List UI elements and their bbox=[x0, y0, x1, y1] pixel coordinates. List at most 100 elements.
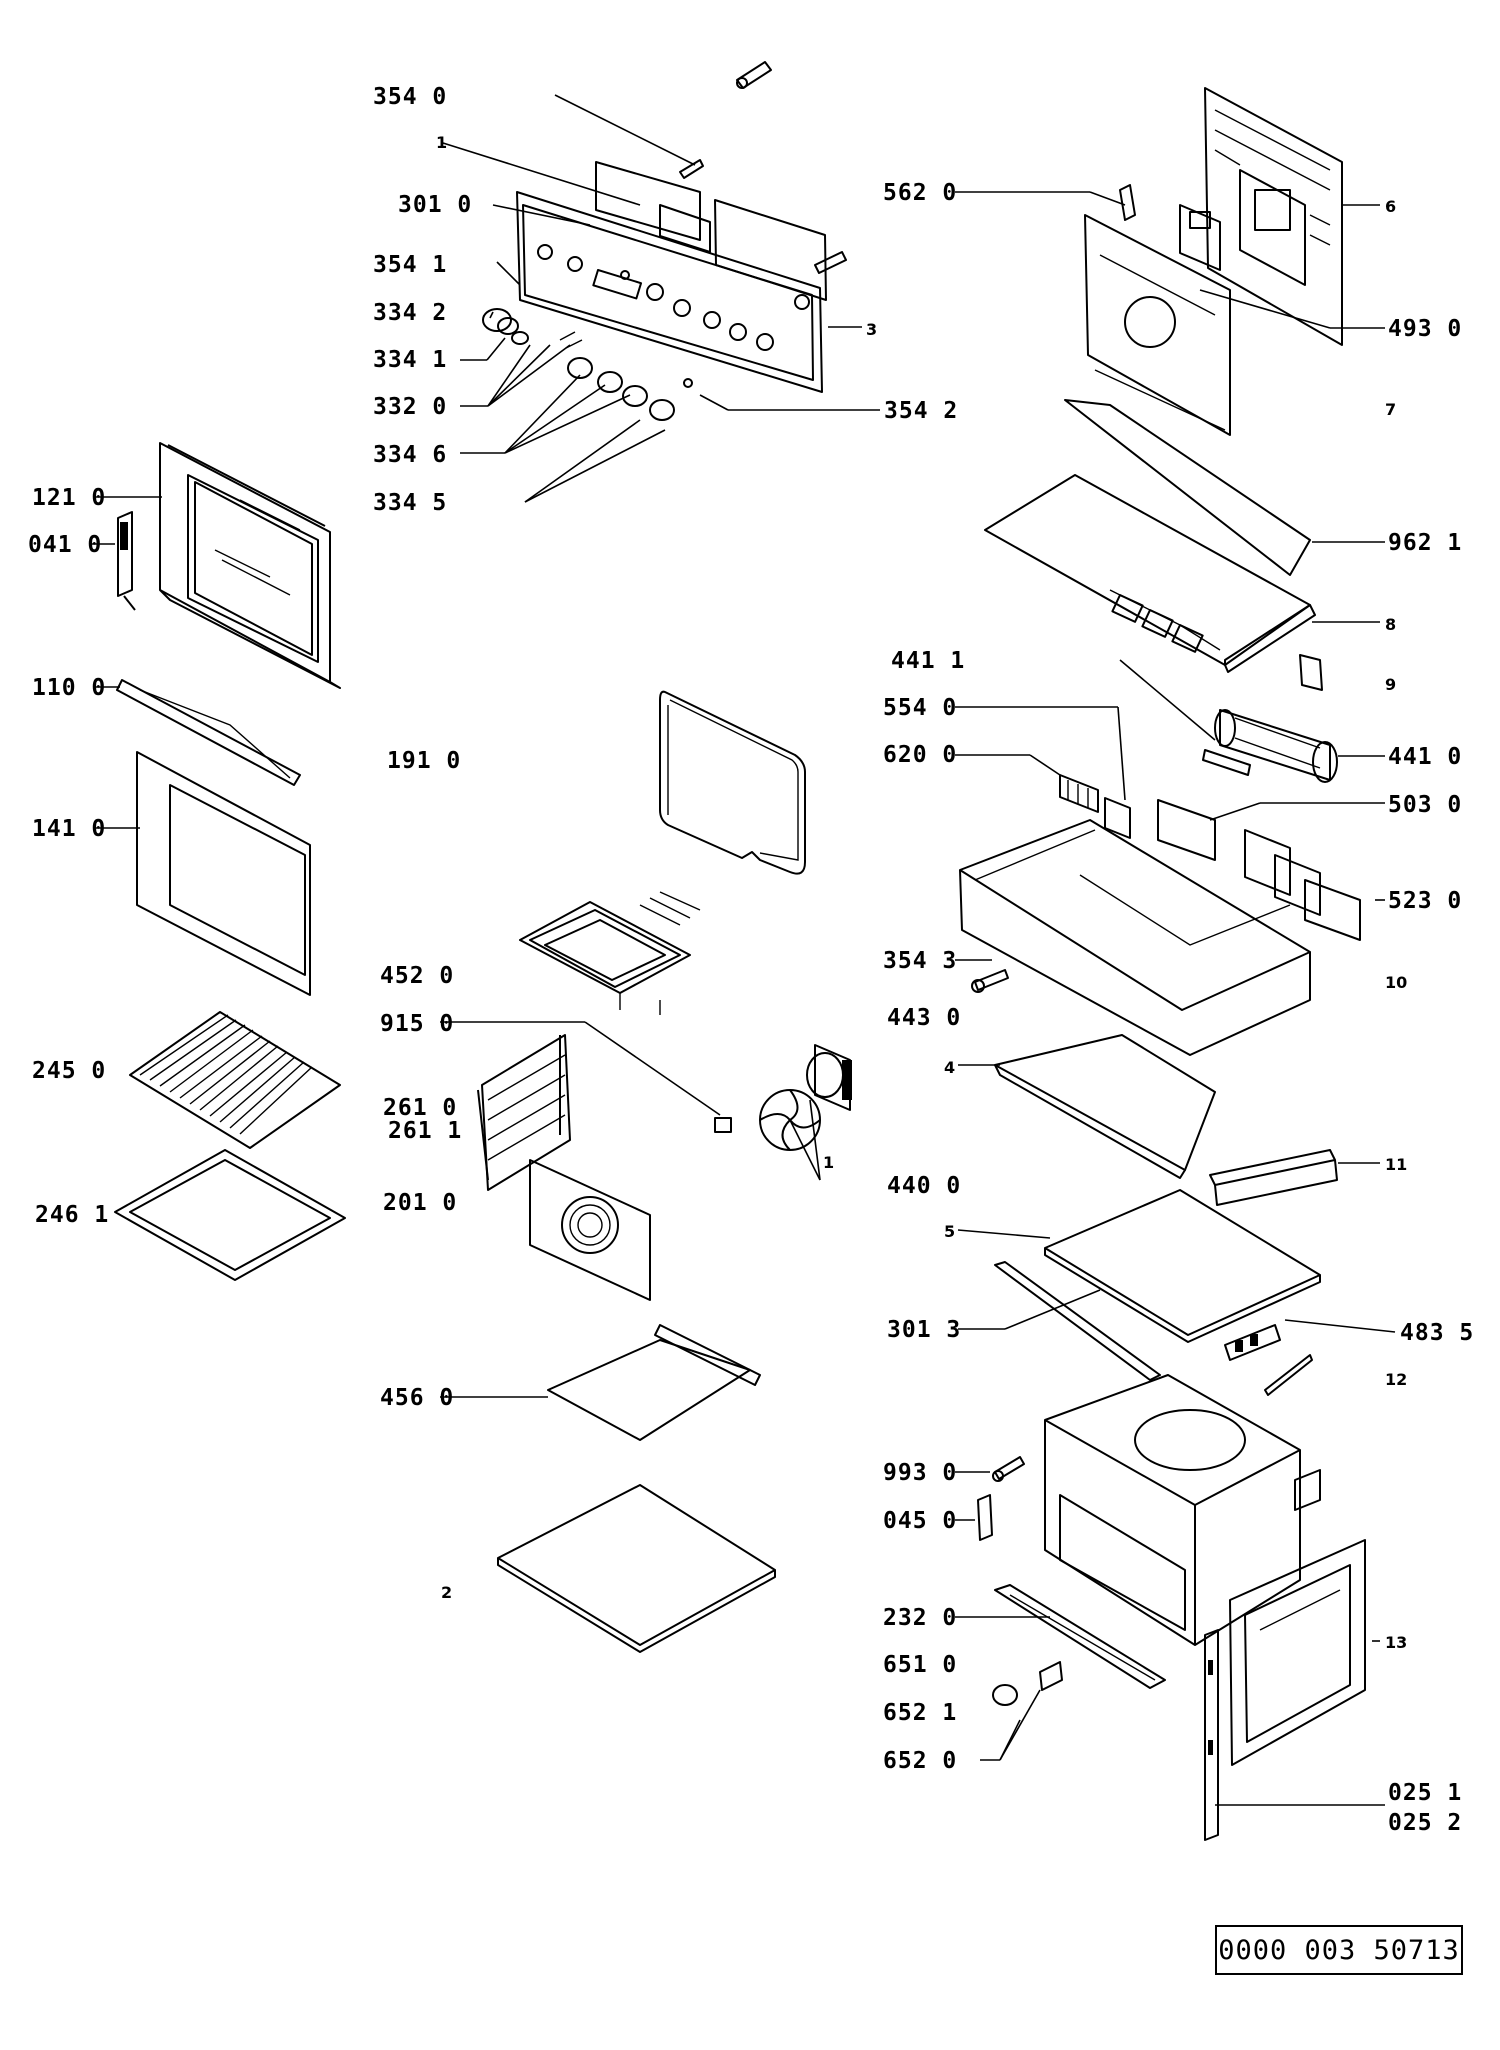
label-232-0: 232 0 bbox=[883, 1605, 957, 1631]
terminal-block bbox=[1224, 1324, 1313, 1396]
label-9: 9 bbox=[1385, 675, 1396, 694]
label-651-0: 651 0 bbox=[883, 1652, 957, 1678]
label-12: 12 bbox=[1385, 1370, 1407, 1389]
side-frame-13 bbox=[1229, 1539, 1366, 1766]
label-261-1: 261 1 bbox=[388, 1118, 462, 1144]
label-3: 3 bbox=[866, 320, 877, 339]
label-110-0: 110 0 bbox=[32, 675, 106, 701]
hinge-rail-025 bbox=[1204, 1629, 1219, 1841]
label-301-3: 301 3 bbox=[887, 1317, 961, 1343]
label-915-0: 915 0 bbox=[380, 1011, 454, 1037]
label-354-0: 354 0 bbox=[373, 84, 447, 110]
cooling-fan bbox=[1202, 709, 1338, 783]
label-562-0: 562 0 bbox=[883, 180, 957, 206]
label-452-0: 452 0 bbox=[380, 963, 454, 989]
label-201-0: 201 0 bbox=[383, 1190, 457, 1216]
label-441-1: 441 1 bbox=[891, 648, 965, 674]
label-493-0: 493 0 bbox=[1388, 316, 1462, 342]
control-panel bbox=[516, 161, 827, 393]
label-121-0: 121 0 bbox=[32, 485, 106, 511]
back-panel bbox=[1204, 87, 1343, 346]
label-620-0: 620 0 bbox=[883, 742, 957, 768]
front-strip bbox=[994, 1261, 1161, 1381]
label-261-0: 261 0 bbox=[383, 1095, 457, 1121]
label-334-6: 334 6 bbox=[373, 442, 447, 468]
transformer bbox=[1179, 204, 1221, 271]
switch-blocks bbox=[1059, 774, 1361, 941]
label-4: 4 bbox=[944, 1058, 955, 1077]
label-554-0: 554 0 bbox=[883, 695, 957, 721]
baking-tray bbox=[114, 1149, 346, 1281]
label-13: 13 bbox=[1385, 1633, 1407, 1652]
label-354-1: 354 1 bbox=[373, 252, 447, 278]
label-11: 11 bbox=[1385, 1155, 1407, 1174]
grill-element bbox=[519, 891, 701, 1015]
label-5: 5 bbox=[944, 1222, 955, 1241]
label-025-1: 025 1 bbox=[1388, 1780, 1462, 1806]
label-334-1: 334 1 bbox=[373, 347, 447, 373]
clip-9 bbox=[1299, 654, 1323, 691]
label-025-2: 025 2 bbox=[1388, 1810, 1462, 1836]
label-354-2: 354 2 bbox=[884, 398, 958, 424]
label-332-0: 332 0 bbox=[373, 394, 447, 420]
door-handle bbox=[116, 679, 301, 786]
electronics-tray bbox=[959, 819, 1311, 1056]
oven-lamp bbox=[992, 1661, 1063, 1706]
oven-cavity bbox=[1044, 1374, 1321, 1646]
hinge bbox=[117, 511, 136, 611]
lower-heating-element bbox=[547, 1324, 761, 1441]
label-523-0: 523 0 bbox=[1388, 888, 1462, 914]
leader-lines bbox=[92, 94, 1396, 1806]
label-301-0: 301 0 bbox=[398, 192, 472, 218]
rail-11 bbox=[1209, 1149, 1338, 1206]
side-racks bbox=[477, 1034, 571, 1191]
outer-door bbox=[159, 442, 341, 689]
side-panel-4 bbox=[994, 1034, 1216, 1179]
label-441-0: 441 0 bbox=[1388, 744, 1462, 770]
label-10: 10 bbox=[1385, 973, 1407, 992]
label-652-0: 652 0 bbox=[883, 1748, 957, 1774]
knobs bbox=[482, 308, 693, 421]
oven-bottom-panel bbox=[497, 1484, 776, 1653]
oven-seal-gasket bbox=[659, 690, 806, 875]
label-354-3: 354 3 bbox=[883, 948, 957, 974]
label-245-0: 245 0 bbox=[32, 1058, 106, 1084]
label-6: 6 bbox=[1385, 197, 1396, 216]
bolt-354-3 bbox=[971, 969, 1009, 993]
label-440-0: 440 0 bbox=[887, 1173, 961, 1199]
label-246-1: 246 1 bbox=[35, 1202, 109, 1228]
label-1-fan: 1 bbox=[823, 1153, 834, 1172]
label-141-0: 141 0 bbox=[32, 816, 106, 842]
label-503-0: 503 0 bbox=[1388, 792, 1462, 818]
screw-993 bbox=[992, 1456, 1025, 1482]
bottom-rail bbox=[994, 1584, 1166, 1689]
label-652-1: 652 1 bbox=[883, 1700, 957, 1726]
label-483-5: 483 5 bbox=[1400, 1320, 1474, 1346]
label-962-1: 962 1 bbox=[1388, 530, 1462, 556]
inner-glass-panel bbox=[136, 751, 311, 996]
rear-fan-cover bbox=[529, 1159, 651, 1301]
wire-shelf bbox=[129, 1011, 341, 1149]
callout-labels: 354 0 1 301 0 354 1 334 2 334 1 332 0 33… bbox=[28, 84, 1474, 1836]
convection-fan bbox=[714, 1044, 852, 1151]
latch-045 bbox=[977, 1494, 993, 1541]
screw-part-354 bbox=[679, 61, 847, 274]
top-cover-panel bbox=[984, 474, 1316, 673]
label-045-0: 045 0 bbox=[883, 1508, 957, 1534]
label-456-0: 456 0 bbox=[380, 1385, 454, 1411]
bracket-562 bbox=[1119, 184, 1136, 221]
reference-number: 0000 003 50713 bbox=[1215, 1925, 1463, 1975]
rear-wall-plate bbox=[1084, 214, 1231, 436]
label-993-0: 993 0 bbox=[883, 1460, 957, 1486]
label-8: 8 bbox=[1385, 615, 1396, 634]
label-7: 7 bbox=[1385, 400, 1396, 419]
label-191-0: 191 0 bbox=[387, 748, 461, 774]
label-2: 2 bbox=[441, 1583, 452, 1602]
label-334-5: 334 5 bbox=[373, 490, 447, 516]
label-443-0: 443 0 bbox=[887, 1005, 961, 1031]
top-plate-5 bbox=[1044, 1189, 1321, 1343]
label-334-2: 334 2 bbox=[373, 300, 447, 326]
label-041-0: 041 0 bbox=[28, 532, 102, 558]
label-1-top: 1 bbox=[436, 133, 447, 152]
